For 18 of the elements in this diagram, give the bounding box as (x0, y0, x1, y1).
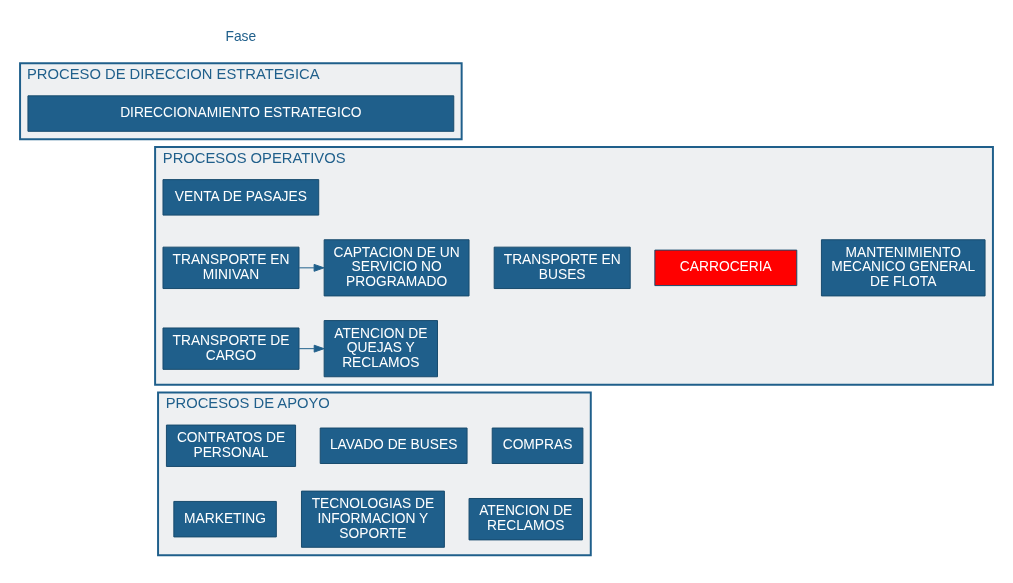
node-box: TRANSPORTE DE CARGO (162, 327, 300, 370)
arrow (298, 263, 325, 272)
arrow (298, 344, 325, 353)
node-box: LAVADO DE BUSES (319, 427, 468, 464)
node-box: TRANSPORTE EN BUSES (493, 246, 631, 290)
node-box: ATENCION DE RECLAMOS (468, 498, 583, 541)
node-box: DIRECCIONAMIENTO ESTRATEGICO (27, 95, 455, 132)
node-box: COMPRAS (491, 427, 584, 464)
label: Fase (225, 29, 257, 45)
node-box: TECNOLOGIAS DE INFORMACION Y SOPORTE (301, 490, 445, 548)
node-box: VENTA DE PASAJES (162, 179, 320, 216)
node-box: MARKETING (173, 500, 277, 538)
node-box: CARROCERIA (654, 249, 798, 287)
node-box: CONTRATOS DE PERSONAL (165, 424, 297, 467)
node-box: MANTENIMIENTO MECANICO GENERAL DE FLOTA (820, 239, 986, 297)
node-box: CAPTACION DE UN SERVICIO NO PROGRAMADO (323, 239, 470, 297)
node-box: ATENCION DE QUEJAS Y RECLAMOS (323, 320, 438, 378)
node-box: TRANSPORTE EN MINIVAN (162, 246, 300, 290)
